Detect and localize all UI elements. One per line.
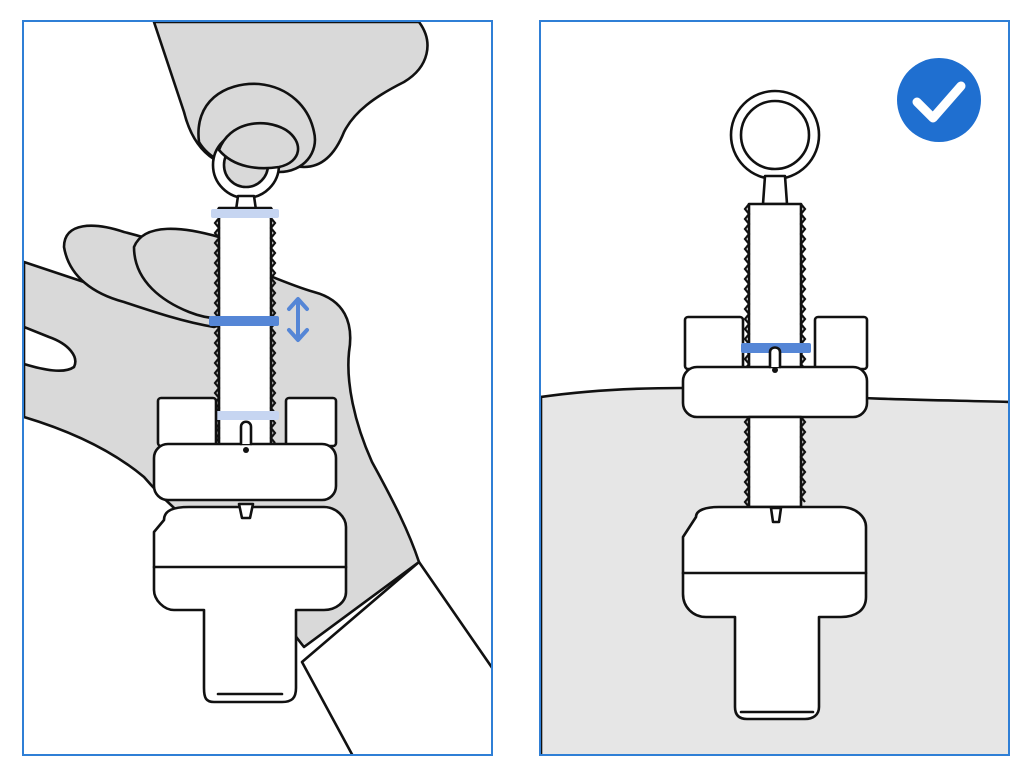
threaded-rod-upper xyxy=(747,202,803,371)
base-latch xyxy=(237,502,255,520)
base-body xyxy=(681,505,868,721)
band-ghost-bottom xyxy=(211,411,279,420)
wing-left xyxy=(683,315,745,371)
thread-left xyxy=(213,207,221,449)
adjust-arrow-icon xyxy=(287,297,309,342)
threaded-rod-lower xyxy=(747,415,803,509)
wing-left xyxy=(156,396,218,448)
panel-adjust xyxy=(22,20,493,756)
base-body xyxy=(152,505,348,704)
wing-right xyxy=(284,396,338,448)
collar xyxy=(681,365,869,419)
panel-installed xyxy=(539,20,1010,756)
pin xyxy=(239,420,253,446)
sleeve xyxy=(300,560,491,754)
adjust-illustration xyxy=(24,22,491,754)
band-active xyxy=(209,316,279,326)
ring-stem xyxy=(761,174,789,206)
checkmark-icon xyxy=(897,58,981,142)
base-latch xyxy=(769,506,783,524)
threaded-rod xyxy=(217,206,273,450)
finger-tip-edge xyxy=(24,325,77,373)
finger-on-ring xyxy=(217,121,300,170)
pin xyxy=(768,346,782,369)
installed-illustration xyxy=(541,58,1008,754)
band-ghost-top xyxy=(211,209,279,218)
wing-right xyxy=(813,315,869,371)
